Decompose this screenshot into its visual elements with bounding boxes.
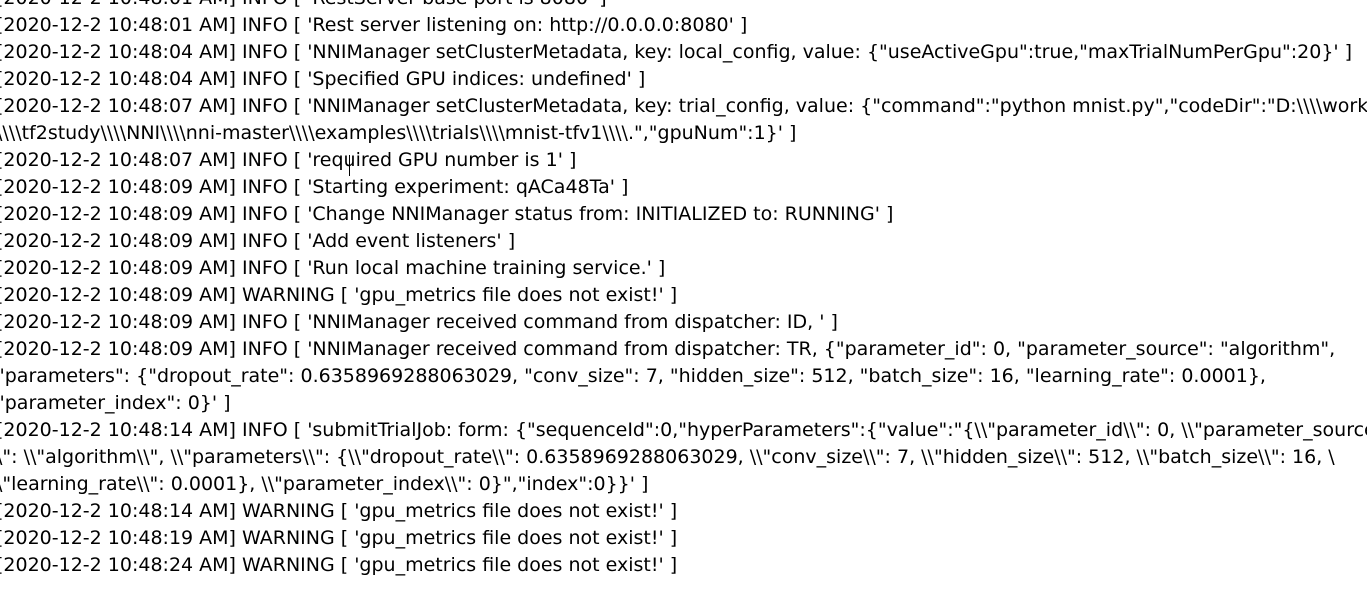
log-line: [2020-12-2 10:48:04 AM] INFO [ 'NNIManag… bbox=[0, 41, 1353, 63]
text-caret bbox=[349, 155, 350, 176]
log-line: [2020-12-2 10:48:07 AM] INFO [ 'required… bbox=[0, 149, 577, 171]
log-line: [2020-12-2 10:48:14 AM] INFO [ 'submitTr… bbox=[0, 419, 1367, 441]
log-line-continuation: "parameter_index": 0}' ] bbox=[0, 392, 231, 414]
log-line-warning: [2020-12-2 10:48:24 AM] WARNING [ 'gpu_m… bbox=[0, 554, 678, 576]
log-line-warning: [2020-12-2 10:48:14 AM] WARNING [ 'gpu_m… bbox=[0, 500, 678, 522]
log-line-continuation: \\\\tf2study\\\\NNI\\\\nni-master\\\\exa… bbox=[0, 122, 797, 144]
log-line-warning: [2020-12-2 10:48:09 AM] WARNING [ 'gpu_m… bbox=[0, 284, 678, 306]
log-line-continuation: "parameters": {"dropout_rate": 0.6358969… bbox=[0, 365, 1266, 387]
log-line: [2020-12-2 10:48:07 AM] INFO [ 'NNIManag… bbox=[0, 95, 1367, 117]
log-line: [2020-12-2 10:48:09 AM] INFO [ 'Add even… bbox=[0, 230, 516, 252]
log-line: [2020-12-2 10:48:04 AM] INFO [ 'Specifie… bbox=[0, 68, 646, 90]
log-line: [2020-12-2 10:48:09 AM] INFO [ 'Starting… bbox=[0, 176, 629, 198]
log-line-continuation: \"learning_rate\\": 0.0001}, \\"paramete… bbox=[0, 473, 649, 495]
log-line: [2020-12-2 10:48:09 AM] INFO [ 'Change N… bbox=[0, 203, 894, 225]
log-line-warning: [2020-12-2 10:48:19 AM] WARNING [ 'gpu_m… bbox=[0, 527, 678, 549]
log-line-continuation: \": \\"algorithm\\", \\"parameters\\": {… bbox=[0, 446, 1335, 468]
log-line: [2020-12-2 10:48:09 AM] INFO [ 'Run loca… bbox=[0, 257, 666, 279]
log-lines: [2020-12-2 10:48:01 AM] INFO [ 'RestServ… bbox=[0, 0, 1367, 576]
log-line: [2020-12-2 10:48:09 AM] INFO [ 'NNIManag… bbox=[0, 311, 838, 333]
log-line: [2020-12-2 10:48:09 AM] INFO [ 'NNIManag… bbox=[0, 338, 1336, 360]
log-line: [2020-12-2 10:48:01 AM] INFO [ 'RestServ… bbox=[0, 0, 1367, 12]
log-line: [2020-12-2 10:48:01 AM] INFO [ 'Rest ser… bbox=[0, 14, 748, 36]
